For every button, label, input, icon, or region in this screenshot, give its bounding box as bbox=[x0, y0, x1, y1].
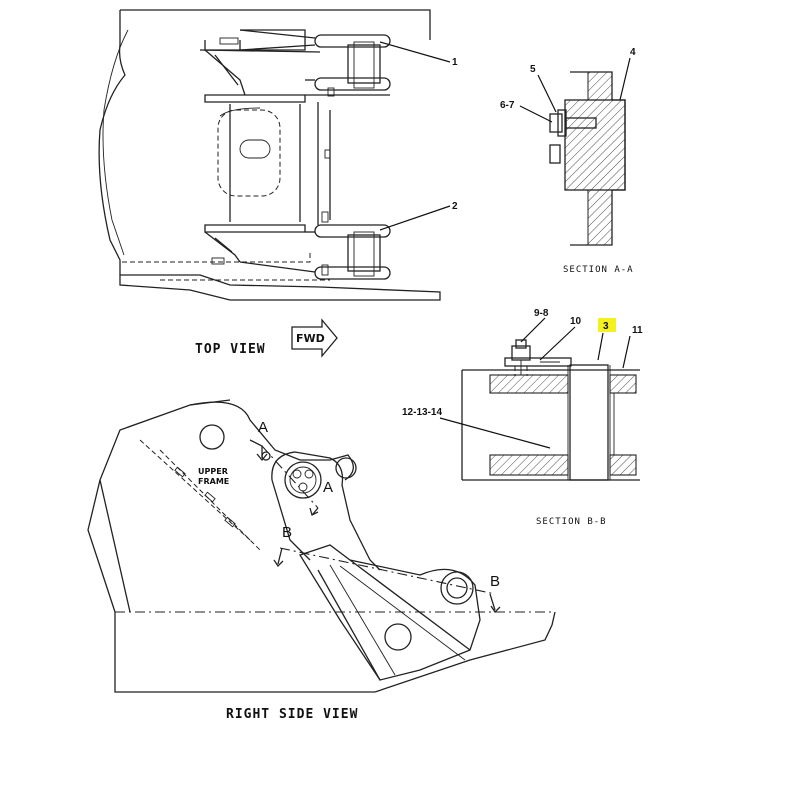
callout-4: 4 bbox=[630, 47, 636, 58]
callout-2: 2 bbox=[452, 201, 458, 212]
section-b-marker-right: B bbox=[490, 573, 500, 590]
section-a-marker-left: A bbox=[258, 419, 268, 436]
right-side-view bbox=[87, 399, 556, 693]
section-a-marker-right: A bbox=[323, 479, 333, 496]
highlight-callout-3 bbox=[598, 318, 616, 332]
section-b-b bbox=[439, 317, 640, 481]
section-b-b-caption: SECTION B-B bbox=[536, 517, 607, 527]
fwd-label: FWD bbox=[296, 332, 325, 345]
right-side-view-caption: RIGHT SIDE VIEW bbox=[226, 707, 358, 722]
section-b-marker-left: B bbox=[282, 524, 292, 541]
upper-frame-label-line1: UPPER bbox=[198, 467, 228, 476]
callout-9-8: 9-8 bbox=[534, 308, 549, 319]
callout-12-13-14: 12-13-14 bbox=[402, 407, 442, 418]
callout-10: 10 bbox=[570, 316, 582, 327]
callout-6-7: 6-7 bbox=[500, 100, 515, 111]
top-view bbox=[98, 9, 451, 301]
fwd-arrow-icon: FWD bbox=[291, 318, 338, 358]
callout-1: 1 bbox=[452, 57, 458, 68]
callout-3[interactable]: 3 bbox=[603, 321, 609, 332]
section-a-a-caption: SECTION A-A bbox=[563, 265, 634, 275]
upper-frame-label-line2: FRAME bbox=[198, 477, 229, 486]
callout-5: 5 bbox=[530, 64, 536, 75]
top-view-caption: TOP VIEW bbox=[195, 342, 266, 357]
section-a-a bbox=[519, 57, 631, 246]
callout-11: 11 bbox=[632, 325, 643, 336]
